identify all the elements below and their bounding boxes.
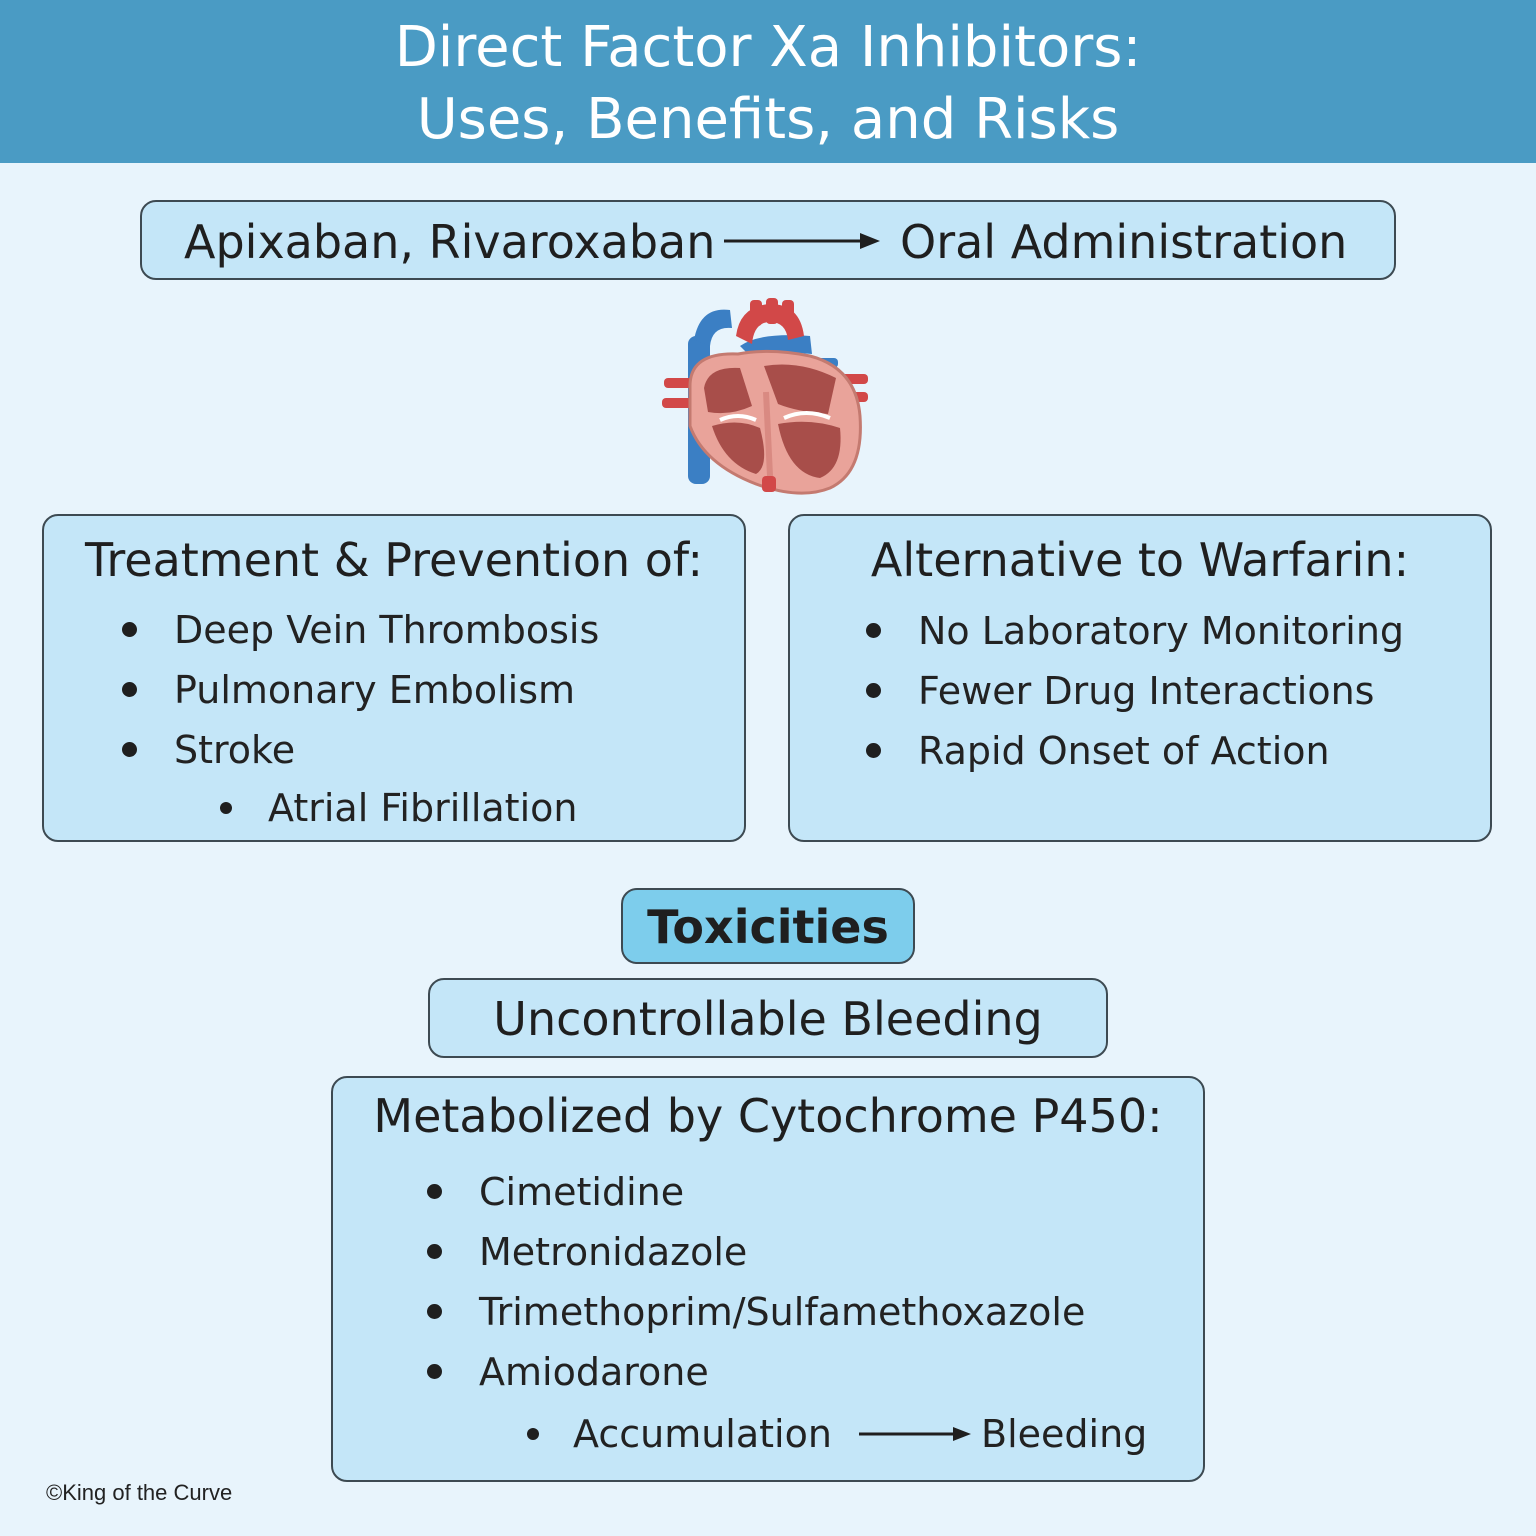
metabolism-heading: Metabolized by Cytochrome P450: (373, 1089, 1163, 1143)
administration-route: Oral Administration (900, 215, 1348, 269)
bullet-icon (427, 1364, 442, 1379)
drug-names: Apixaban, Rivaroxaban (184, 215, 716, 269)
alternative-item: No Laboratory Monitoring (918, 609, 1405, 653)
page-title-line2: Uses, Benefits, and Risks (416, 87, 1120, 152)
treatment-item: Deep Vein Thrombosis (174, 608, 600, 652)
administration-box: Apixaban, Rivaroxaban Oral Administratio… (140, 200, 1396, 280)
heart-anatomy-icon (662, 298, 868, 495)
treatment-item: Pulmonary Embolism (174, 668, 576, 712)
copyright-text: ©King of the Curve (46, 1480, 233, 1505)
treatment-box: Treatment & Prevention of: Deep Vein Thr… (42, 514, 746, 842)
alternative-item: Fewer Drug Interactions (918, 669, 1375, 713)
header-banner: Direct Factor Xa Inhibitors: Uses, Benef… (0, 0, 1536, 163)
arrow-right-icon (724, 233, 880, 249)
bullet-icon (122, 682, 137, 697)
alternative-heading: Alternative to Warfarin: (870, 533, 1410, 587)
bullet-icon (122, 622, 137, 637)
metabolism-item: Metronidazole (479, 1230, 748, 1274)
bleeding-text: Uncontrollable Bleeding (493, 992, 1043, 1046)
bullet-icon (866, 683, 881, 698)
alternative-box: Alternative to Warfarin: No Laboratory M… (788, 514, 1492, 842)
treatment-subitem: Atrial Fibrillation (268, 786, 578, 830)
bullet-icon (122, 742, 137, 757)
page-title-line1: Direct Factor Xa Inhibitors: (394, 15, 1142, 80)
metabolism-item: Trimethoprim/Sulfamethoxazole (479, 1290, 1086, 1334)
toxicities-label: Toxicities (647, 900, 889, 954)
metabolism-item: Amiodarone (479, 1350, 709, 1394)
sub-bullet-icon (220, 802, 232, 814)
bullet-icon (866, 743, 881, 758)
accumulation-text: Accumulation (573, 1412, 832, 1456)
bleeding-effect-text: Bleeding (981, 1412, 1148, 1456)
bullet-icon (427, 1184, 442, 1199)
alternative-item: Rapid Onset of Action (918, 729, 1330, 773)
sub-bullet-icon (527, 1428, 539, 1440)
bullet-icon (427, 1304, 442, 1319)
metabolism-item: Cimetidine (479, 1170, 685, 1214)
bleeding-box: Uncontrollable Bleeding (428, 978, 1108, 1058)
bullet-icon (427, 1244, 442, 1259)
treatment-heading: Treatment & Prevention of: (85, 533, 703, 587)
toxicities-label-box: Toxicities (621, 888, 915, 964)
treatment-item: Stroke (174, 728, 296, 772)
bullet-icon (866, 623, 881, 638)
arrow-right-icon (859, 1427, 971, 1441)
metabolism-box: Metabolized by Cytochrome P450: Cimetidi… (331, 1076, 1205, 1482)
